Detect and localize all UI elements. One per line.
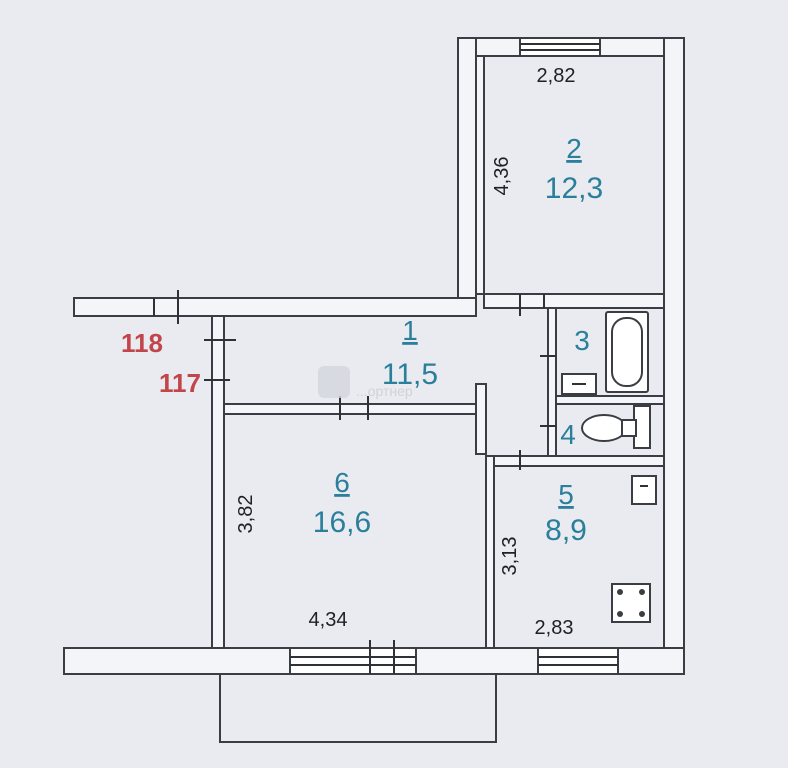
room1-number: 1 bbox=[402, 315, 418, 346]
stove-icon bbox=[611, 583, 651, 623]
watermark-text: ...ортнер bbox=[356, 383, 413, 399]
room5-area: 8,9 bbox=[545, 514, 587, 547]
kitchen-left-wall bbox=[485, 455, 495, 655]
kitchen-window bbox=[537, 647, 619, 675]
room6-width-dimension: 4,34 bbox=[309, 609, 348, 631]
corridor-top-wall bbox=[73, 297, 477, 317]
bath-wc-divider bbox=[555, 395, 665, 405]
apartment-left-wall bbox=[211, 315, 225, 655]
apartment-number-upper: 118 bbox=[121, 328, 163, 358]
building-right-wall bbox=[663, 37, 685, 675]
door-marks bbox=[153, 290, 556, 674]
room2-window bbox=[519, 37, 601, 57]
room3-number: 3 bbox=[574, 325, 590, 356]
watermark: ...ортнер bbox=[318, 366, 413, 399]
room2-inner-wall-left bbox=[475, 55, 485, 295]
room6-height-dimension: 3,82 bbox=[235, 495, 257, 534]
room1-area: 11,5 bbox=[382, 358, 438, 391]
room2-outer-wall-left bbox=[457, 37, 477, 305]
balcony-outline bbox=[219, 674, 497, 743]
room2-area: 12,3 bbox=[545, 172, 603, 205]
bath-left-wall bbox=[547, 307, 557, 459]
room2-bottom-wall bbox=[483, 293, 665, 309]
room5-number: 5 bbox=[558, 479, 574, 510]
kitchen-top-wall bbox=[485, 455, 665, 467]
washbasin-icon bbox=[561, 373, 597, 395]
corridor-bottom-wall bbox=[223, 403, 487, 415]
room5-width-dimension: 2,83 bbox=[535, 617, 574, 639]
toilet-icon bbox=[581, 405, 651, 449]
room5-height-dimension: 3,13 bbox=[499, 537, 521, 576]
kitchen-sink-icon bbox=[631, 475, 657, 505]
bathtub-icon bbox=[605, 311, 649, 393]
room2-number: 2 bbox=[566, 133, 582, 164]
apartment-number-lower: 117 bbox=[159, 368, 201, 398]
room6-number: 6 bbox=[334, 467, 350, 498]
room2-width-dimension: 2,82 bbox=[537, 65, 576, 87]
room4-number: 4 bbox=[560, 419, 576, 450]
room2-length-dimension: 4,36 bbox=[491, 157, 513, 196]
room6-area: 16,6 bbox=[313, 506, 371, 539]
room6-window bbox=[289, 647, 417, 675]
corridor-right-stub bbox=[475, 383, 487, 455]
